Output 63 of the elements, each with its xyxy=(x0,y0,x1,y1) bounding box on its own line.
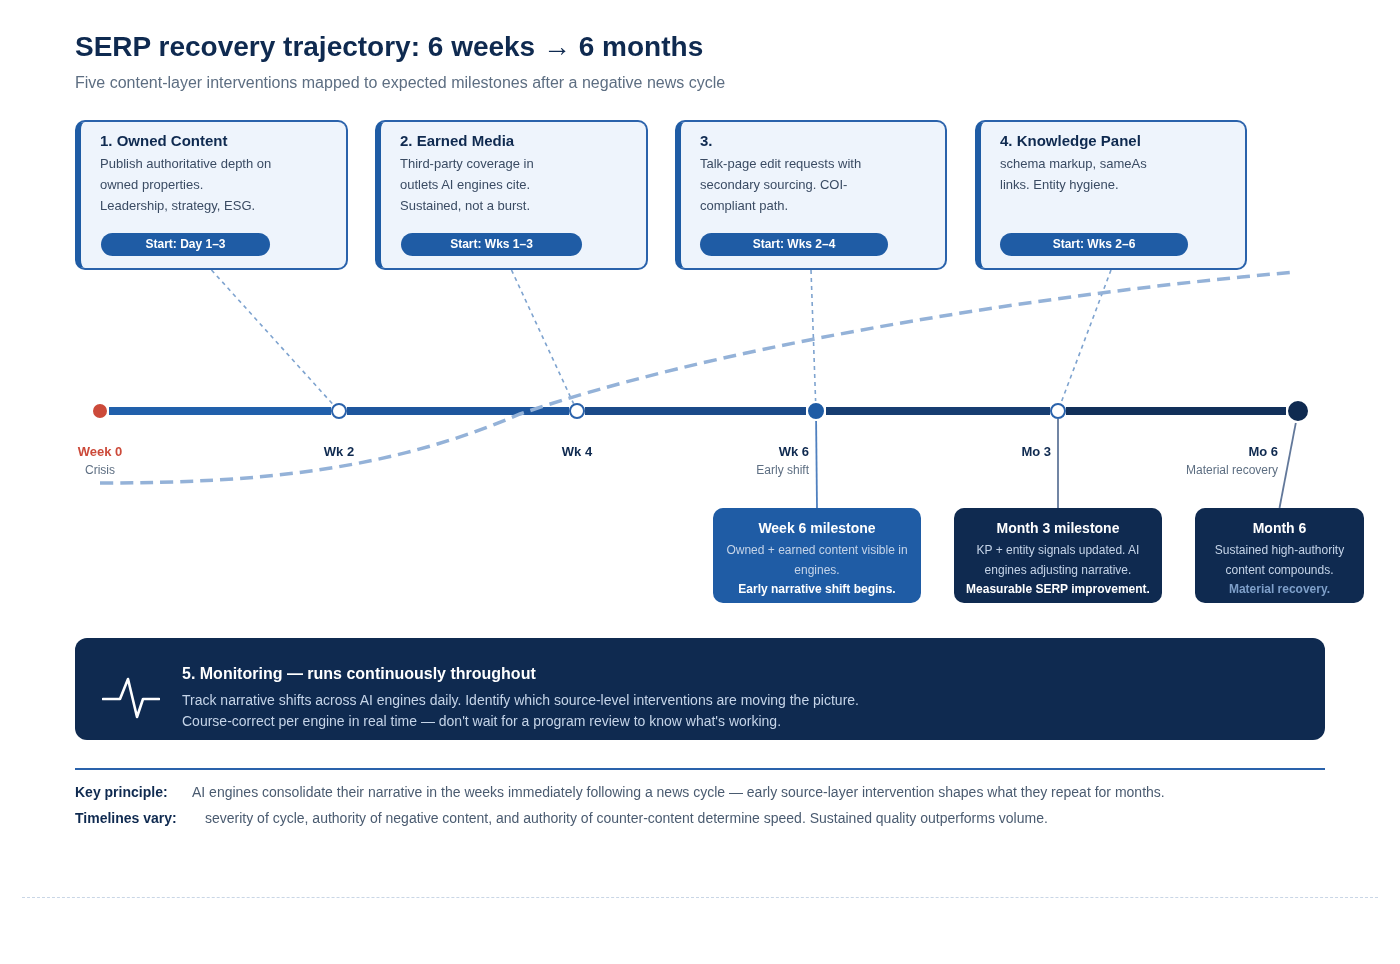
timeline-dot xyxy=(806,401,826,421)
card-heading: 2. Earned Media xyxy=(400,131,515,151)
card-text: schema markup, sameAs links. Entity hygiene. xyxy=(1000,155,1148,194)
diagram-subtitle: Five content-layer interventions mapped to expected milestones after a negative news cycle xyxy=(75,73,726,93)
milestone-emphasis: Measurable SERP improvement. xyxy=(966,581,1150,598)
intervention-card xyxy=(975,120,1247,270)
note-text: AI engines consolidate their narrative in the weeks immediately following a news cycle — early source-layer intervention shapes what they repeat for months. xyxy=(192,783,1165,801)
timeline-dot xyxy=(569,403,585,419)
timeline-label: Week 0 xyxy=(77,444,123,460)
milestone-heading: Week 6 milestone xyxy=(758,519,876,538)
panel-heading: 5. Monitoring — runs continuously throughout xyxy=(182,664,536,684)
leader-line xyxy=(810,269,817,402)
timeline-bar xyxy=(826,407,1050,415)
card-heading: 1. Owned Content xyxy=(100,131,228,151)
milestone-text: Owned + earned content visible in engines. xyxy=(725,542,909,579)
leader-line xyxy=(510,269,575,405)
timeline-dot xyxy=(91,402,109,420)
timeline-label: Wk 2 xyxy=(323,444,355,460)
timeline-label: Wk 6 xyxy=(778,444,809,460)
timeline-bar xyxy=(585,407,806,415)
leader-line xyxy=(210,269,335,406)
intervention-card xyxy=(675,120,947,270)
timeline-label: Wk 4 xyxy=(561,444,593,460)
milestone-emphasis: Material recovery. xyxy=(1228,581,1331,598)
milestone-heading: Month 3 milestone xyxy=(996,519,1120,538)
start-pill: Start: Wks 2–4 xyxy=(700,233,888,256)
start-pill: Start: Day 1–3 xyxy=(101,233,270,256)
milestone-card xyxy=(954,508,1162,603)
timeline-bar xyxy=(1066,407,1286,415)
timeline-label: Mo 6 xyxy=(1248,444,1278,460)
note-text: severity of cycle, authority of negative content, and authority of counter-content determine speed. Sustained quality outperforms volume. xyxy=(205,809,1048,827)
card-text: Talk-page edit requests with secondary sourcing. COI-compliant path. xyxy=(700,155,863,215)
note-label: Key principle: xyxy=(75,783,168,801)
timeline-sublabel: Crisis xyxy=(85,462,115,478)
monitoring-panel xyxy=(75,638,1325,740)
connector-line xyxy=(815,420,818,509)
milestone-text: KP + entity signals updated. AI engines adjusting narrative. xyxy=(975,542,1141,579)
connector-line xyxy=(1057,418,1059,509)
note-label: Timelines vary: xyxy=(75,809,177,827)
timeline-dot xyxy=(331,403,347,419)
start-pill: Start: Wks 2–6 xyxy=(1000,233,1188,256)
timeline-dot xyxy=(1050,403,1066,419)
milestone-card xyxy=(1195,508,1364,603)
milestone-text: Sustained high-authority content compounds. xyxy=(1213,542,1346,579)
milestone-card xyxy=(713,508,921,603)
card-heading: 4. Knowledge Panel xyxy=(1000,131,1141,151)
intervention-card xyxy=(375,120,648,270)
panel-text: Track narrative shifts across AI engines daily. Identify which source-level interventions are moving the picture. Course-correct per engine in real time — don't wait for a program review to know what's working. xyxy=(182,691,860,731)
card-heading: 3. xyxy=(700,131,713,151)
timeline-label: Mo 3 xyxy=(1021,444,1051,460)
timeline-sublabel: Material recovery xyxy=(1185,462,1278,478)
milestone-heading: Month 6 xyxy=(1252,519,1307,538)
intervention-card xyxy=(75,120,348,270)
start-pill: Start: Wks 1–3 xyxy=(401,233,582,256)
card-text: Third-party coverage in outlets AI engines cite. Sustained, not a burst. xyxy=(400,155,535,215)
timeline-sublabel: Early shift xyxy=(756,462,809,478)
diagram-title: SERP recovery trajectory: 6 weeks → 6 months xyxy=(75,30,704,64)
connector-line xyxy=(1278,421,1297,509)
timeline-dot xyxy=(1286,399,1310,423)
card-text: Publish authoritative depth on owned properties. Leadership, strategy, ESG. xyxy=(100,155,272,215)
timeline-bar xyxy=(109,407,331,415)
milestone-emphasis: Early narrative shift begins. xyxy=(738,581,896,598)
timeline-bar xyxy=(347,407,569,415)
